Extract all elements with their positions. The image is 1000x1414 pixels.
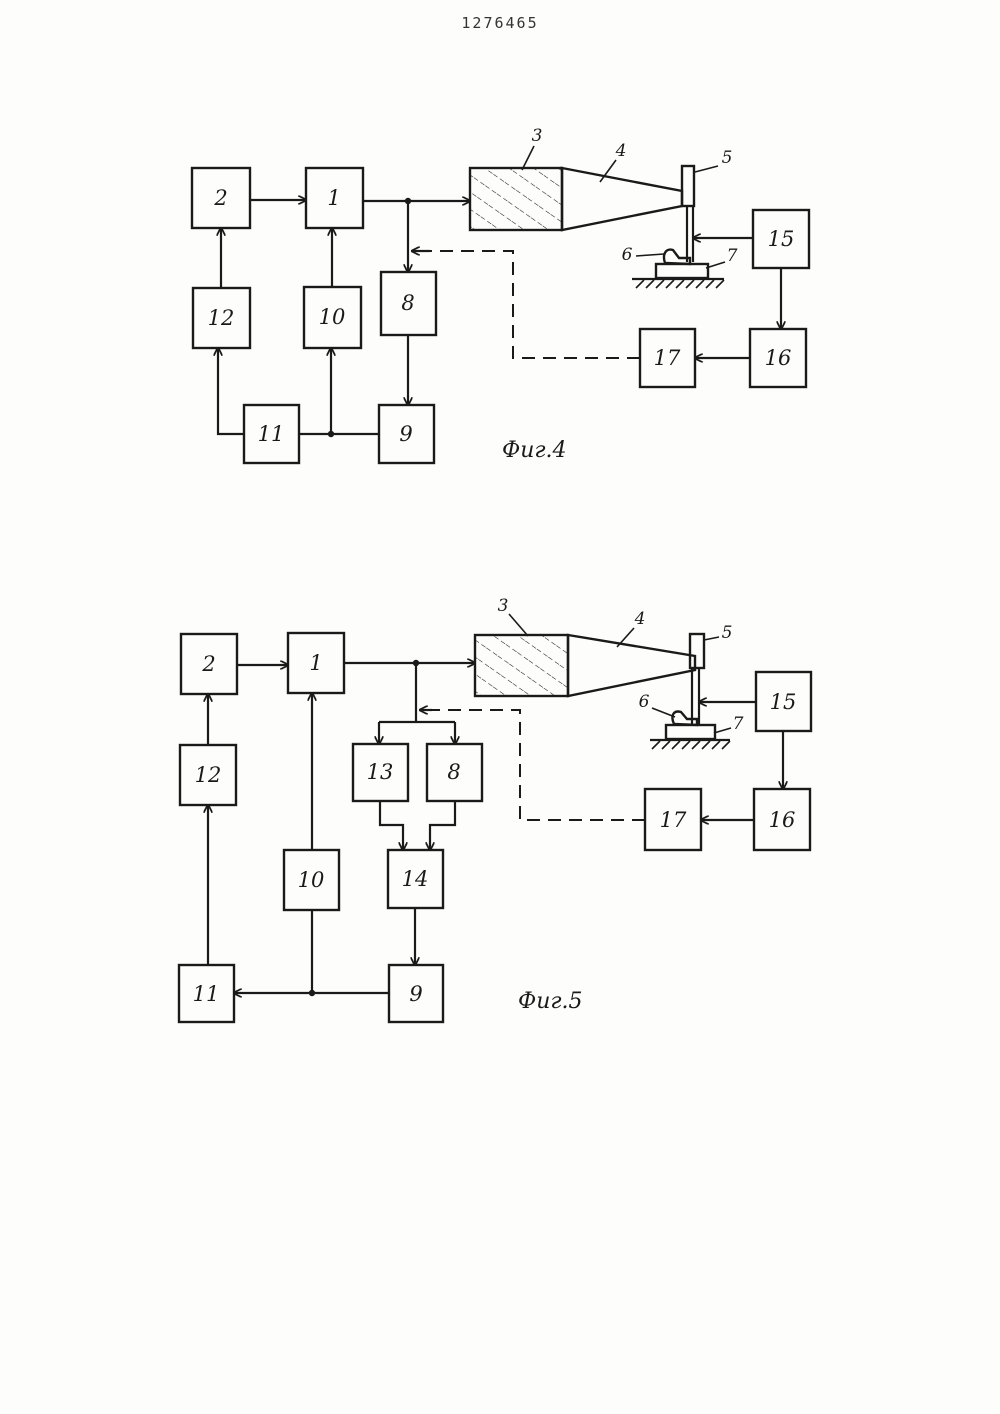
connector-13-14 bbox=[380, 801, 403, 850]
leader-line bbox=[704, 637, 719, 640]
leader-line bbox=[652, 708, 675, 717]
leader-line bbox=[636, 254, 664, 256]
block-15: 15 bbox=[753, 210, 809, 268]
table-7 bbox=[666, 725, 715, 739]
connector-11-12 bbox=[218, 348, 244, 434]
block-label: 12 bbox=[208, 306, 235, 330]
leader-line bbox=[695, 166, 718, 172]
figure-5: 2 1 12 13 8 14 10 11 bbox=[179, 596, 811, 1022]
tool-tip-5 bbox=[690, 634, 704, 668]
label-5: 5 bbox=[722, 148, 733, 168]
block-label: 9 bbox=[409, 982, 422, 1006]
ground-hatch bbox=[652, 741, 730, 749]
block-label: 17 bbox=[660, 808, 687, 832]
block-label: 13 bbox=[367, 760, 394, 784]
block-label: 10 bbox=[319, 305, 346, 329]
connector-8-14 bbox=[430, 801, 455, 850]
block-13: 13 bbox=[353, 744, 408, 801]
block-label: 10 bbox=[298, 868, 325, 892]
leader-line bbox=[714, 728, 731, 733]
block-label: 12 bbox=[195, 763, 222, 787]
block-label: 8 bbox=[447, 760, 460, 784]
label-7: 7 bbox=[733, 714, 744, 734]
leader-line bbox=[522, 146, 534, 170]
block-11: 11 bbox=[244, 405, 299, 463]
block-label: 14 bbox=[402, 867, 429, 891]
block-label: 8 bbox=[401, 291, 414, 315]
feedback-17-dashed bbox=[420, 251, 640, 358]
block-2: 2 bbox=[181, 634, 237, 694]
block-8: 8 bbox=[427, 744, 482, 801]
block-8: 8 bbox=[381, 272, 436, 335]
ground-hatch bbox=[636, 280, 724, 288]
tool-tip-5 bbox=[682, 166, 694, 206]
figure-5-caption: Фиг.5 bbox=[518, 989, 583, 1014]
block-1: 1 bbox=[288, 633, 344, 693]
block-label: 1 bbox=[309, 651, 322, 675]
block-label: 1 bbox=[327, 186, 340, 210]
block-label: 17 bbox=[654, 346, 681, 370]
block-10: 10 bbox=[304, 287, 361, 348]
table-7 bbox=[656, 264, 708, 278]
block-12: 12 bbox=[180, 745, 236, 805]
concentrator-4 bbox=[568, 635, 695, 696]
block-1: 1 bbox=[306, 168, 363, 228]
block-label: 11 bbox=[258, 422, 285, 446]
label-4: 4 bbox=[615, 141, 627, 161]
block-17: 17 bbox=[640, 329, 695, 387]
figure-4-caption: Фиг.4 bbox=[502, 438, 567, 463]
label-5: 5 bbox=[722, 623, 733, 643]
block-label: 16 bbox=[769, 808, 796, 832]
label-3: 3 bbox=[532, 126, 543, 146]
block-label: 2 bbox=[201, 652, 215, 676]
block-label: 2 bbox=[213, 186, 227, 210]
label-3: 3 bbox=[498, 596, 509, 616]
block-10: 10 bbox=[284, 850, 339, 910]
label-7: 7 bbox=[727, 246, 738, 266]
block-label: 11 bbox=[193, 982, 220, 1006]
figure-4: 2 1 12 10 8 11 9 15 bbox=[192, 126, 809, 463]
label-4: 4 bbox=[634, 609, 646, 629]
block-label: 16 bbox=[765, 346, 792, 370]
block-16: 16 bbox=[750, 329, 806, 387]
block-16: 16 bbox=[754, 789, 810, 850]
block-2: 2 bbox=[192, 168, 250, 228]
leader-line bbox=[509, 614, 528, 636]
block-9: 9 bbox=[379, 405, 434, 463]
label-6: 6 bbox=[639, 692, 650, 712]
block-9: 9 bbox=[389, 965, 443, 1022]
block-label: 15 bbox=[768, 227, 795, 251]
block-11: 11 bbox=[179, 965, 234, 1022]
transducer-3 bbox=[470, 168, 562, 230]
transducer-3 bbox=[475, 635, 568, 696]
block-17: 17 bbox=[645, 789, 701, 850]
block-label: 15 bbox=[770, 690, 797, 714]
block-15: 15 bbox=[756, 672, 811, 731]
concentrator-4 bbox=[562, 168, 682, 230]
block-12: 12 bbox=[193, 288, 250, 348]
block-14: 14 bbox=[388, 850, 443, 908]
label-6: 6 bbox=[622, 245, 633, 265]
workpiece-6 bbox=[672, 712, 697, 725]
block-label: 9 bbox=[399, 422, 412, 446]
